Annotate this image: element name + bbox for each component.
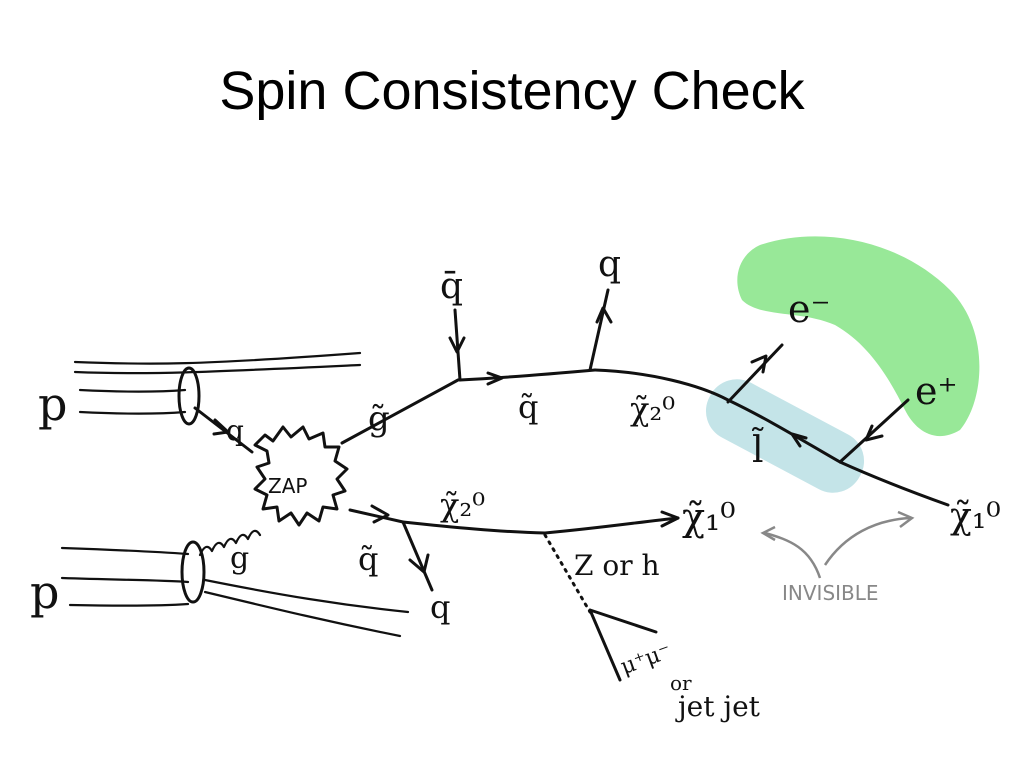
label-positron: e⁺ (915, 369, 958, 413)
zap-blob (253, 425, 349, 527)
label-neutralino2-top: χ̃₂⁰ (630, 390, 675, 428)
slepton-highlight-region (705, 379, 865, 493)
label-neutralino1-bottom: χ̃₁⁰ (682, 495, 736, 539)
gluon-line (198, 529, 262, 557)
label-or: or (670, 671, 692, 695)
lepton-highlight-region (737, 236, 980, 437)
label-muons: μ⁺μ⁻ (617, 639, 674, 680)
proton-beam-top (73, 351, 362, 426)
label-squark-top: q̃ (518, 388, 538, 426)
proton-beam-bottom (60, 540, 410, 638)
slide-title: Spin Consistency Check (219, 61, 805, 121)
label-slepton: l̃ (752, 428, 764, 471)
label-quark-top-out: q (598, 244, 621, 285)
label-electron: e⁻ (788, 287, 831, 331)
invisible-arrow-right (823, 516, 911, 566)
label-gluon-in: g (230, 541, 249, 576)
label-zap: ZAP (268, 474, 307, 498)
label-neutralino1-top: χ̃₁⁰ (950, 496, 1001, 537)
decay-triangle (588, 608, 658, 682)
label-gluino: g̃ (368, 399, 390, 439)
label-invisible: INVISIBLE (782, 581, 879, 605)
label-quark-bottom-out: q (430, 588, 450, 626)
label-neutralino2-bottom: χ̃₂⁰ (440, 486, 485, 524)
label-proton-top: p (38, 377, 67, 431)
label-proton-bottom: p (30, 565, 59, 619)
invisible-arrow-left (764, 531, 822, 579)
label-jet-jet: jet jet (675, 690, 761, 723)
label-antiquark-top: q̄ (440, 266, 463, 307)
label-z-or-h: Z or h (574, 549, 660, 582)
label-quark-in: q (226, 414, 244, 447)
label-squark-bottom: q̃ (358, 540, 378, 578)
z-or-h-line (543, 533, 592, 614)
